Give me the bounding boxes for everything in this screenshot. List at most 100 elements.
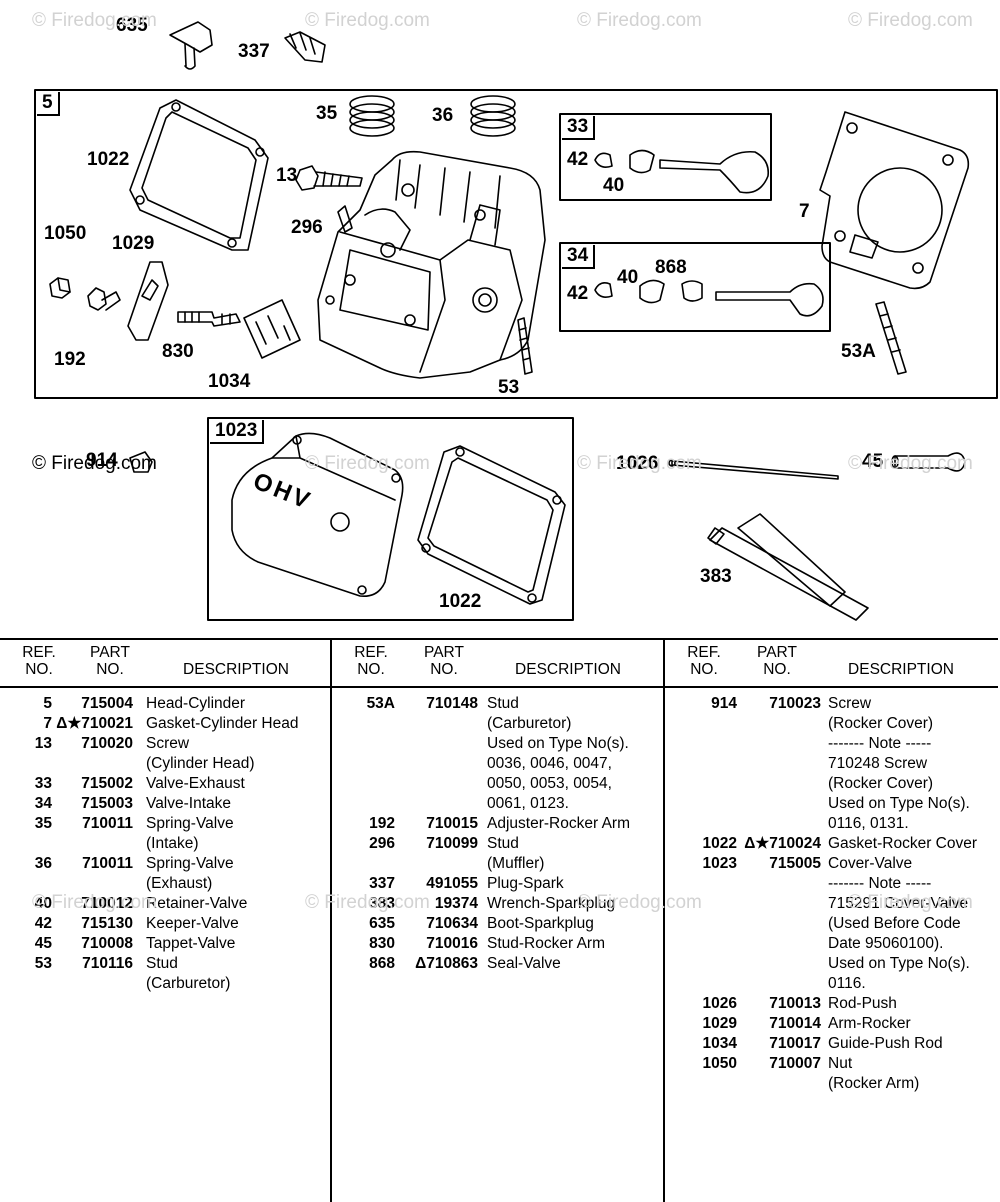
callout-13: 13 bbox=[276, 165, 298, 186]
rocker-cover-gasket-top bbox=[129, 99, 269, 251]
table-row: (Carburetor) bbox=[0, 974, 330, 994]
main-assembly-box bbox=[34, 89, 998, 399]
ref-header: REF.NO. bbox=[354, 644, 388, 678]
callout-53: 53 bbox=[498, 377, 520, 398]
table-row: 0036, 0046, 0047, bbox=[332, 754, 663, 774]
ref-number: 45 bbox=[34, 935, 52, 952]
intake-valve-box bbox=[559, 242, 831, 332]
valve-spring-35 bbox=[349, 95, 395, 137]
table-row: (Carburetor) bbox=[332, 714, 663, 734]
column-divider bbox=[663, 640, 665, 1202]
carburetor-stud-53a-part bbox=[875, 301, 907, 375]
part-number: 710011 bbox=[82, 815, 133, 832]
watermark: © Firedog.com bbox=[848, 10, 973, 31]
part-number: 710011 bbox=[82, 855, 133, 872]
callout-1026: 1026 bbox=[616, 453, 659, 474]
table-row: 33 715002 Valve-Exhaust bbox=[0, 774, 330, 794]
part-description: Boot-Sparkplug bbox=[487, 915, 594, 932]
watermark: © Firedog.com bbox=[32, 892, 157, 913]
ref-number: 1022 bbox=[702, 835, 737, 852]
part-description: Used on Type No(s). bbox=[828, 795, 970, 812]
ref-number: 337 bbox=[369, 875, 395, 892]
table-row: (Intake) bbox=[0, 834, 330, 854]
table-row: 914 710023 Screw bbox=[665, 694, 998, 714]
part-number: 715003 bbox=[81, 795, 133, 812]
description-header: DESCRIPTION bbox=[183, 661, 289, 678]
ref-number: 53 bbox=[34, 955, 52, 972]
part-description: 0116. bbox=[828, 975, 866, 992]
valve-tappet-part bbox=[891, 452, 966, 472]
watermark: © Firedog.com bbox=[305, 10, 430, 31]
watermark: © Firedog.com bbox=[577, 892, 702, 913]
exhaust-valve-box bbox=[559, 113, 772, 201]
part-description: (Muffler) bbox=[487, 855, 545, 872]
ref-number: 42 bbox=[34, 915, 52, 932]
ref-number: 5 bbox=[43, 695, 52, 712]
callout-36: 36 bbox=[432, 105, 454, 126]
spark-plug-part bbox=[284, 31, 326, 63]
part-description: 710248 Screw bbox=[828, 755, 928, 772]
table-row: (Rocker Cover) bbox=[665, 714, 998, 734]
part-description: Valve-Exhaust bbox=[146, 775, 245, 792]
rocker-stud-part bbox=[177, 311, 241, 327]
muffler-stud-part bbox=[337, 205, 353, 233]
callout-45: 45 bbox=[862, 451, 884, 472]
table-row: (Exhaust) bbox=[0, 874, 330, 894]
callout-1034: 1034 bbox=[208, 371, 251, 392]
part-number: 710017 bbox=[769, 1035, 821, 1052]
push-rod-part bbox=[671, 460, 839, 480]
table-row: 0061, 0123. bbox=[332, 794, 663, 814]
part-description: Arm-Rocker bbox=[828, 1015, 911, 1032]
push-rod-guide-part bbox=[243, 299, 301, 359]
part-description: Rod-Push bbox=[828, 995, 897, 1012]
part-description: Retainer-Valve bbox=[146, 895, 248, 912]
sparkplug-wrench-part bbox=[707, 513, 869, 621]
part-description: Stud bbox=[487, 695, 519, 712]
watermark: © Firedog.com bbox=[32, 453, 157, 474]
part-description: Wrench-Sparkplug bbox=[487, 895, 616, 912]
watermark: © Firedog.com bbox=[577, 453, 702, 474]
ref-number: 296 bbox=[369, 835, 395, 852]
table-row: (Muffler) bbox=[332, 854, 663, 874]
table-row: 0116, 0131. bbox=[665, 814, 998, 834]
part-number: 710023 bbox=[769, 695, 821, 712]
part-description: Tappet-Valve bbox=[146, 935, 236, 952]
ref-number: 13 bbox=[34, 735, 52, 752]
part-description: (Intake) bbox=[146, 835, 199, 852]
part-description: Spring-Valve bbox=[146, 815, 234, 832]
description-header: DESCRIPTION bbox=[848, 661, 954, 678]
part-number: 710008 bbox=[81, 935, 133, 952]
part-description: Screw bbox=[828, 695, 872, 712]
part-description: Date 95060100). bbox=[828, 935, 944, 952]
main-box-label: 5 bbox=[37, 92, 60, 116]
ref-number: 1029 bbox=[702, 1015, 737, 1032]
part-number: 715002 bbox=[81, 775, 133, 792]
intake-box-label: 34 bbox=[562, 245, 596, 269]
callout-868: 868 bbox=[655, 257, 687, 278]
part-description: Stud-Rocker Arm bbox=[487, 935, 606, 952]
parts-illustration bbox=[34, 21, 998, 621]
callout-35: 35 bbox=[316, 103, 338, 124]
ref-number: 1050 bbox=[702, 1055, 737, 1072]
watermark: © Firedog.com bbox=[32, 10, 157, 31]
part-number: 710016 bbox=[426, 935, 478, 952]
ref-number: 33 bbox=[34, 775, 52, 792]
table-row: Date 95060100). bbox=[665, 934, 998, 954]
callout-296: 296 bbox=[291, 217, 323, 238]
ref-number: 914 bbox=[711, 695, 737, 712]
valve-cover-part bbox=[231, 432, 404, 598]
